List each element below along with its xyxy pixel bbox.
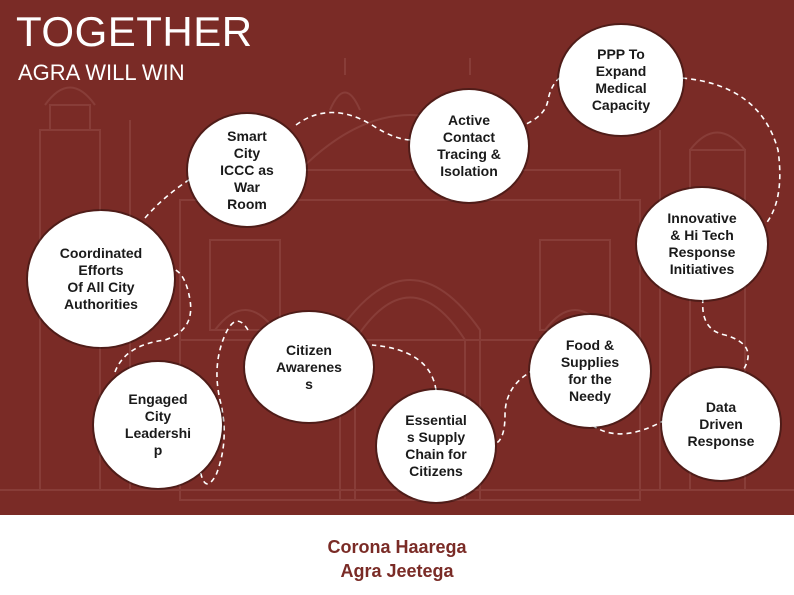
connector-contact-ppp [509, 73, 567, 131]
connector-food-supply [489, 369, 535, 446]
connector-supply-citizen [371, 344, 437, 391]
connector-citizen-leadership [199, 320, 249, 485]
node-label: Coordinated Efforts Of All City Authorit… [59, 245, 143, 312]
node-label: Active Contact Tracing & Isolation [437, 112, 501, 179]
node-innovative-response: Innovative & Hi Tech Response Initiative… [637, 188, 767, 300]
footer-slogan-line-1: Corona Haarega [327, 537, 467, 557]
node-label: Innovative & Hi Tech Response Initiative… [667, 210, 737, 277]
node-label: Smart City ICCC as War Room [220, 127, 274, 212]
node-food-supplies: Food & Supplies for the Needy [530, 315, 650, 427]
footer: Corona Haarega Agra Jeetega [0, 515, 794, 595]
footer-slogan-line-2: Agra Jeetega [340, 561, 454, 581]
node-ppp-medical: PPP To Expand Medical Capacity [559, 25, 683, 135]
node-coordinated-efforts: Coordinated Efforts Of All City Authorit… [28, 211, 174, 347]
connector-innovative-data [701, 297, 749, 373]
connector-data-food [591, 419, 666, 435]
node-citizen-awareness: Citizen Awarenes s [245, 312, 373, 422]
node-label: Engaged City Leadershi p [124, 391, 192, 458]
node-label: Food & Supplies for the Needy [560, 337, 620, 404]
node-label: Data Driven Response [687, 398, 755, 449]
node-essential-supply-chain: Essential s Supply Chain for Citizens [377, 390, 495, 502]
connector-coordinated-smart [144, 177, 193, 219]
node-label: PPP To Expand Medical Capacity [591, 46, 651, 113]
banner: TOGETHER AGRA WILL WIN Coordinated Effor… [0, 0, 794, 515]
connector-ppp-innovative [681, 77, 781, 226]
connector-lines [114, 73, 781, 485]
node-engaged-leadership: Engaged City Leadershi p [94, 362, 222, 488]
node-smart-city: Smart City ICCC as War Room [188, 114, 306, 226]
node-data-driven: Data Driven Response [662, 368, 780, 480]
node-contact-tracing: Active Contact Tracing & Isolation [410, 90, 528, 202]
node-label: Citizen Awarenes s [276, 341, 342, 392]
page-subtitle: AGRA WILL WIN [18, 60, 185, 85]
connector-leadership-coordinated [114, 267, 192, 373]
page-title: TOGETHER [16, 8, 253, 55]
node-label: Essential s Supply Chain for Citizens [405, 412, 467, 479]
connector-smart-contact [295, 111, 413, 141]
